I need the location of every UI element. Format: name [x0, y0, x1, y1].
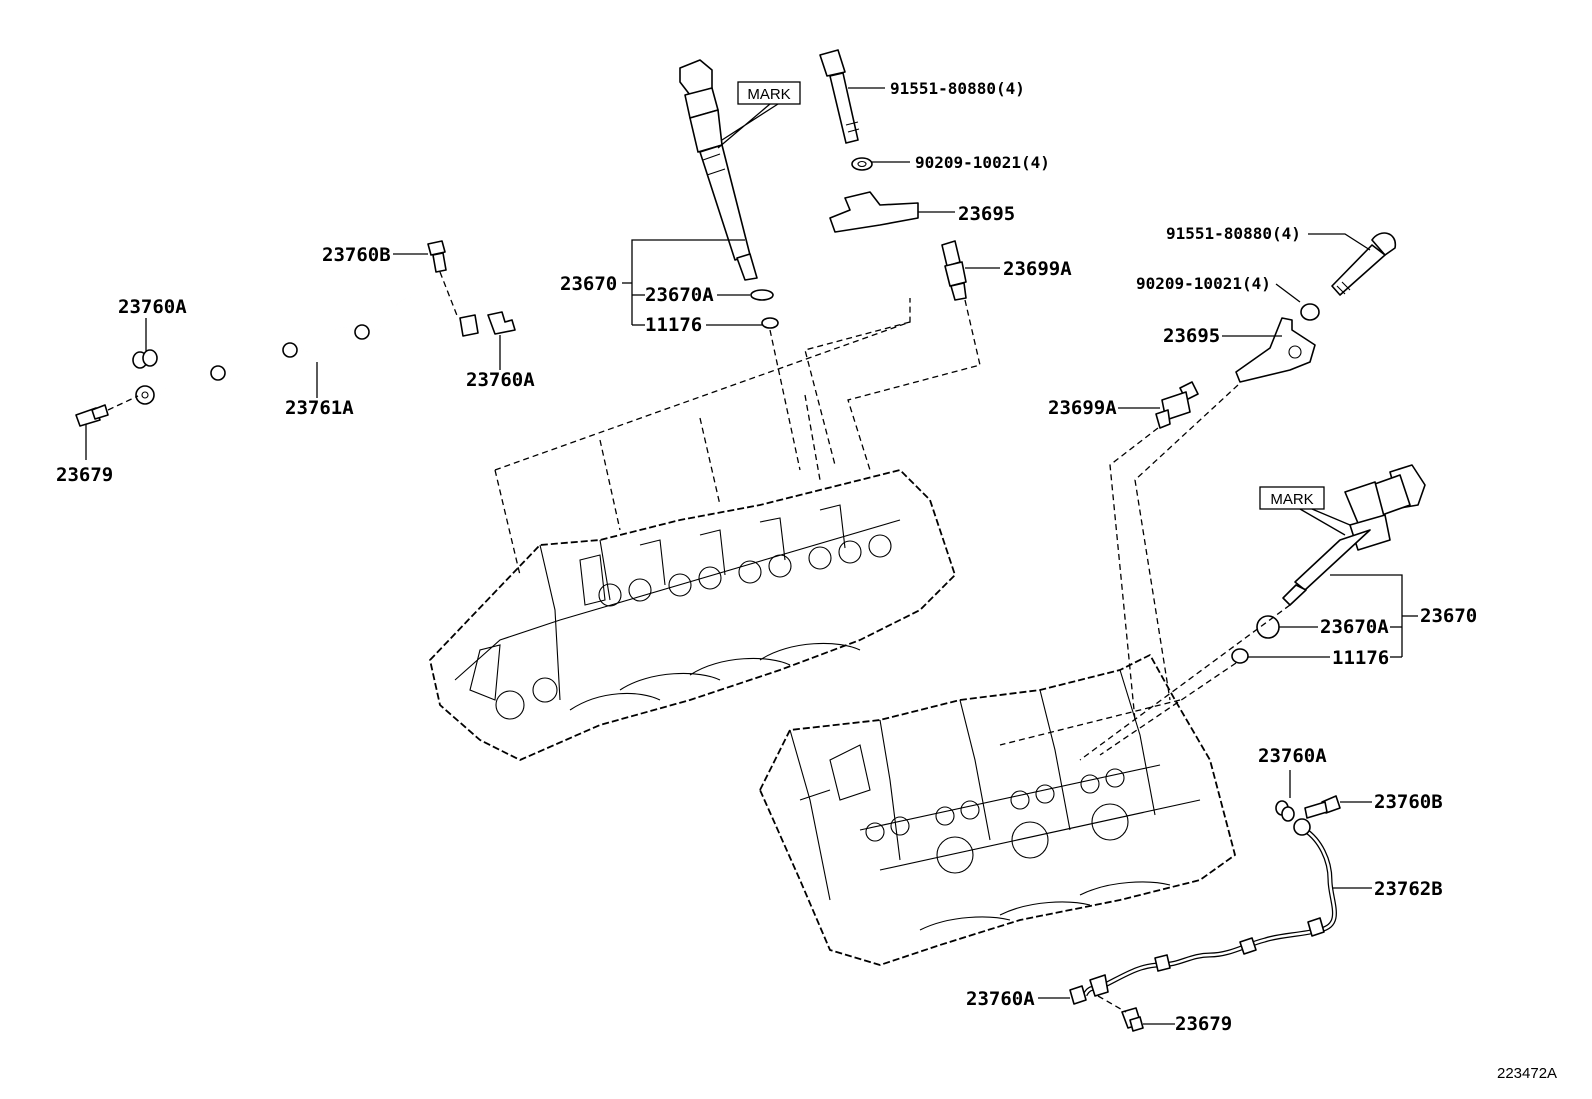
- label-bolt-a: 91551-80880(4): [890, 79, 1025, 98]
- label-pipe-b: 23762B: [1374, 878, 1443, 900]
- label-pipe-gasket-b1: 23760A: [1258, 745, 1327, 767]
- mark-label-left: MARK: [747, 86, 790, 103]
- cylinder-head-left: [429, 469, 956, 761]
- callouts-left-injector: 91551-80880(4) 90209-10021(4) 23695 2369…: [560, 79, 1072, 336]
- cam-journals-left: [598, 534, 892, 607]
- label-pipe-a: 23761A: [285, 397, 354, 419]
- mark-tag-left: MARK: [717, 81, 801, 149]
- fuel-pipe-right: [1082, 818, 1337, 997]
- union-bolt-right: [1121, 1007, 1144, 1032]
- callouts-right-injector: 91551-80880(4) 90209-10021(4) 23695 2369…: [1048, 224, 1477, 669]
- bolt-right: [1331, 232, 1397, 296]
- label-injector-a: 23670: [560, 273, 617, 295]
- gasket-pipe-right-2: [1069, 985, 1087, 1005]
- washer-top-center: [851, 157, 873, 171]
- sensor-right: [1155, 381, 1199, 429]
- fuel-pipe-left: [135, 294, 479, 405]
- label-clamp-b: 23695: [1163, 325, 1220, 347]
- label-oring-b: 23670A: [1320, 616, 1389, 638]
- assembly-lines-right: [999, 384, 1291, 761]
- label-bolt-b: 91551-80880(4): [1166, 224, 1301, 243]
- bolt-top-center: [819, 49, 860, 144]
- seal-left: [761, 317, 779, 329]
- bolt-pipe-left: [427, 240, 447, 273]
- label-oring-a: 23670A: [645, 284, 714, 306]
- assembly-lines-left: [494, 298, 981, 576]
- label-washer-b: 90209-10021(4): [1136, 274, 1271, 293]
- label-sensor-a: 23699A: [1003, 258, 1072, 280]
- washer-right: [1300, 303, 1320, 321]
- cylinder-head-right: [759, 654, 1236, 966]
- bolt-pipe-right: [1304, 795, 1341, 819]
- label-pipe-gasket-a1: 23760A: [118, 296, 187, 318]
- gasket-pipe-right-1: [1275, 800, 1295, 822]
- injector-right: [1282, 464, 1426, 606]
- callouts-right-pipe: 23760A 23760B 23762B 23760A 23679: [966, 745, 1443, 1035]
- oring-right: [1256, 615, 1280, 639]
- label-washer-a: 90209-10021(4): [915, 153, 1050, 172]
- label-union-bolt-a: 23679: [56, 464, 113, 486]
- clamp-right: [1235, 317, 1316, 383]
- cam-journals-right: [865, 768, 1125, 842]
- label-pipe-bolt-a: 23760B: [322, 244, 391, 266]
- label-pipe-bolt-b: 23760B: [1374, 791, 1443, 813]
- union-bolt-left: [75, 404, 109, 427]
- callouts-left-pipe: 23760B 23760A 23760A 23761A 23679: [56, 244, 535, 486]
- figure-id: 223472A: [1497, 1065, 1557, 1082]
- gasket-pipe-left-1: [132, 349, 158, 369]
- label-pipe-gasket-b2: 23760A: [966, 988, 1035, 1010]
- label-union-bolt-b: 23679: [1175, 1013, 1232, 1035]
- oring-left: [750, 289, 774, 301]
- label-injector-b: 23670: [1420, 605, 1477, 627]
- mark-label-right: MARK: [1270, 491, 1313, 508]
- label-clamp-a: 23695: [958, 203, 1015, 225]
- gasket-pipe-left-2: [487, 311, 516, 335]
- label-seal-b: 11176: [1332, 647, 1389, 669]
- sensor-top-center: [941, 240, 967, 301]
- label-pipe-gasket-a2: 23760A: [466, 369, 535, 391]
- mark-tag-right: MARK: [1259, 486, 1351, 536]
- seal-right: [1231, 648, 1249, 664]
- injector-left: [679, 59, 758, 281]
- label-seal-a: 11176: [645, 314, 702, 336]
- clamp-top-center: [829, 191, 919, 233]
- label-sensor-b: 23699A: [1048, 397, 1117, 419]
